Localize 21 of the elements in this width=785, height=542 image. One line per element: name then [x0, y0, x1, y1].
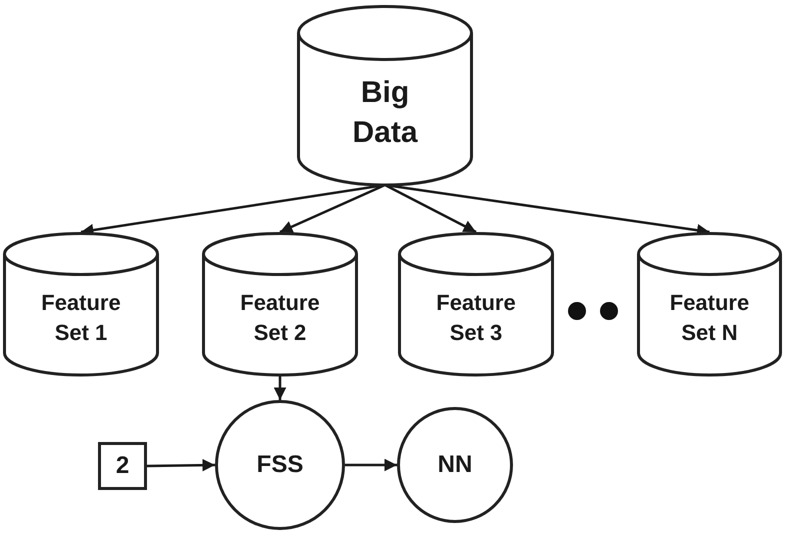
- node-label: NN: [438, 450, 472, 480]
- node-label: Big Data: [351, 74, 419, 152]
- database-cylinder: [398, 232, 554, 375]
- process-circle: [397, 407, 513, 523]
- database-cylinder: [202, 232, 358, 375]
- database-cylinder: [3, 232, 159, 375]
- node-label: Feature Set 3: [435, 289, 517, 347]
- arrow: [274, 375, 286, 400]
- node-label: Feature Set N: [668, 289, 750, 347]
- node-label: FSS: [256, 450, 304, 480]
- process-circle: [215, 400, 345, 530]
- arrow: [384, 184, 477, 234]
- node-label: 2: [116, 450, 130, 481]
- node-label: Feature Set 1: [40, 289, 122, 347]
- arrow: [345, 458, 397, 472]
- arrow: [146, 458, 216, 472]
- database-cylinder: [297, 5, 473, 185]
- node-label: Feature Set 2: [239, 289, 321, 347]
- number-box: [98, 442, 147, 490]
- arrow: [280, 184, 386, 234]
- database-cylinder: [637, 232, 782, 375]
